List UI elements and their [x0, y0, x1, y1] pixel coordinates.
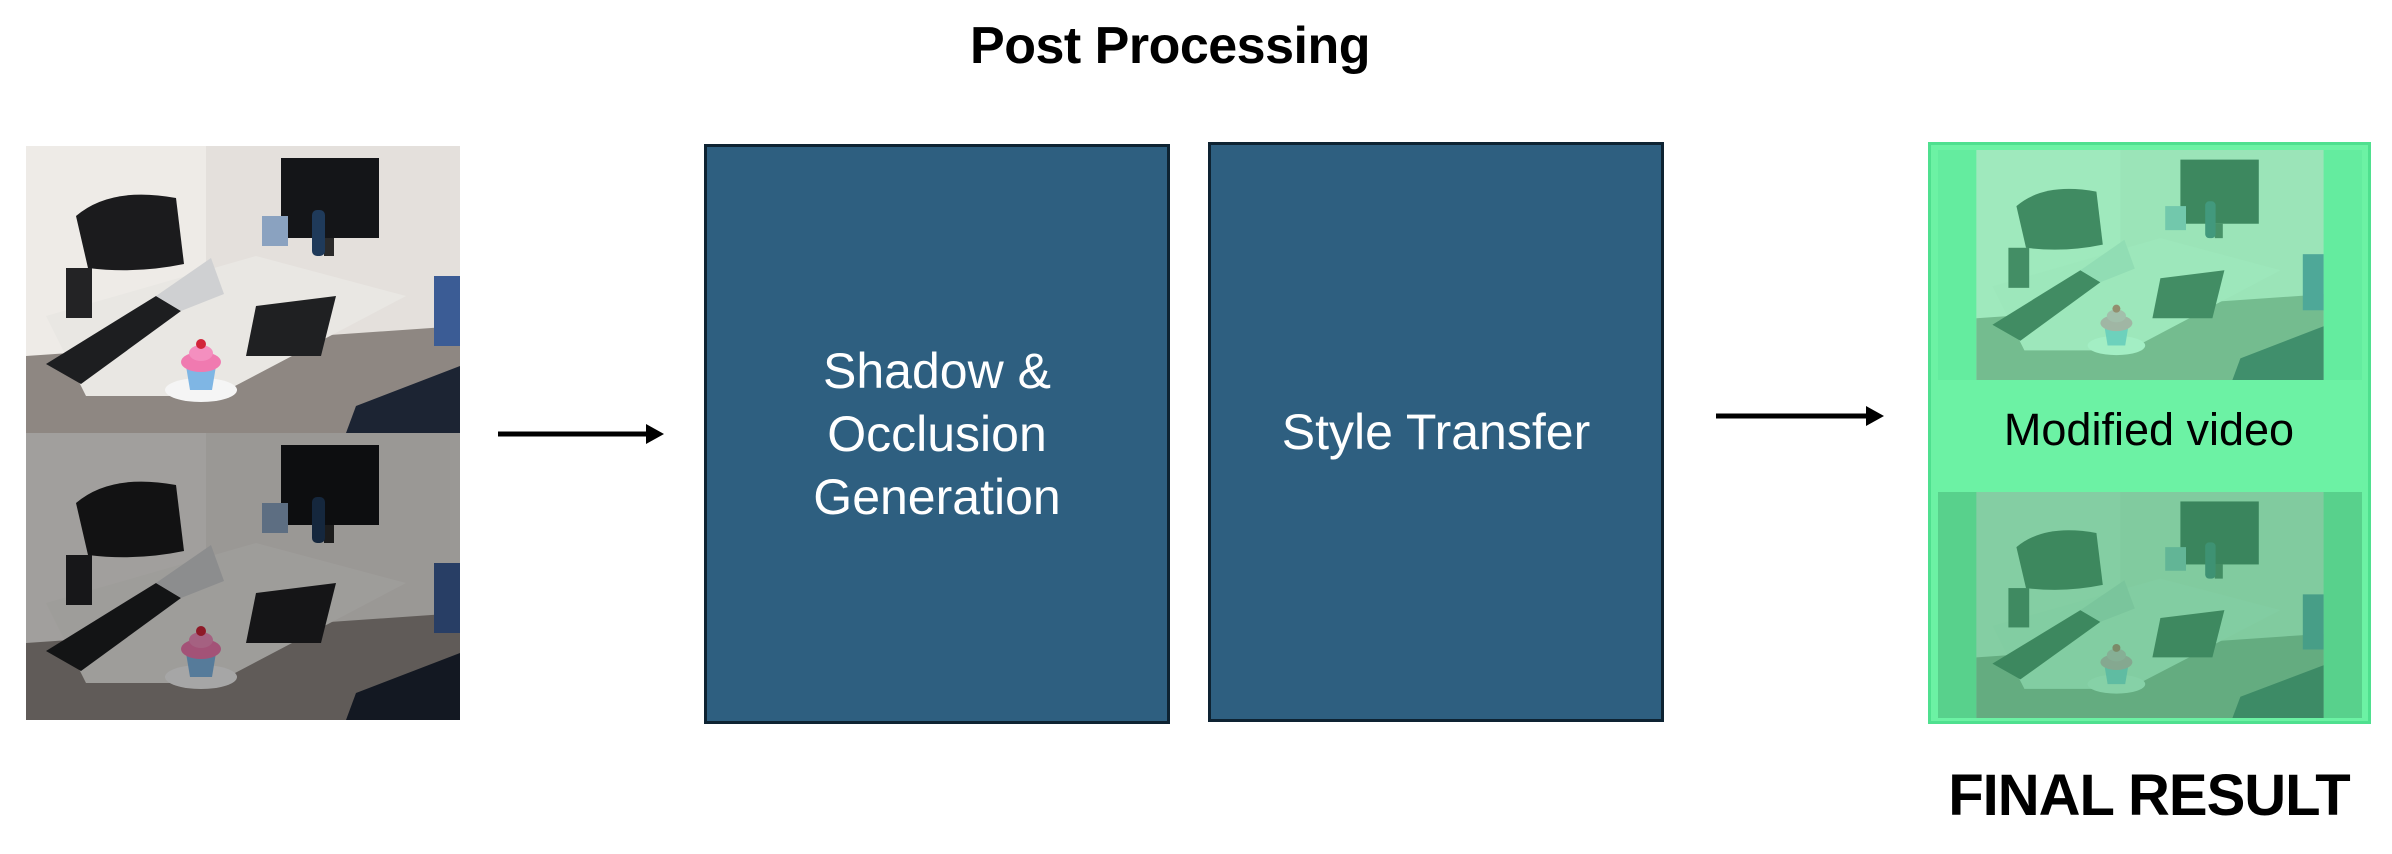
arrow-right-icon — [498, 424, 664, 444]
shadow-occlusion-label: Shadow & Occlusion Generation — [813, 342, 1061, 525]
style-transfer-block: Style Transfer — [1208, 142, 1664, 722]
input-frame-top — [26, 146, 460, 433]
desk-scene-image — [26, 146, 460, 433]
result-frame-top — [1938, 150, 2362, 380]
style-transfer-label: Style Transfer — [1281, 403, 1591, 460]
desk-scene-image-dark — [26, 433, 460, 720]
shadow-occlusion-block: Shadow & Occlusion Generation — [704, 144, 1170, 724]
arrow-right-icon — [1716, 406, 1884, 426]
desk-scene-image-tinted — [1938, 150, 2362, 380]
input-frame-bottom — [26, 433, 460, 720]
modified-video-label: Modified video — [2003, 404, 2295, 455]
diagram-title: Post Processing — [970, 17, 1370, 75]
desk-scene-image-tinted-dark — [1938, 492, 2362, 718]
final-result-caption: FINAL RESULT — [1948, 763, 2351, 828]
result-frame-bottom — [1938, 492, 2362, 718]
